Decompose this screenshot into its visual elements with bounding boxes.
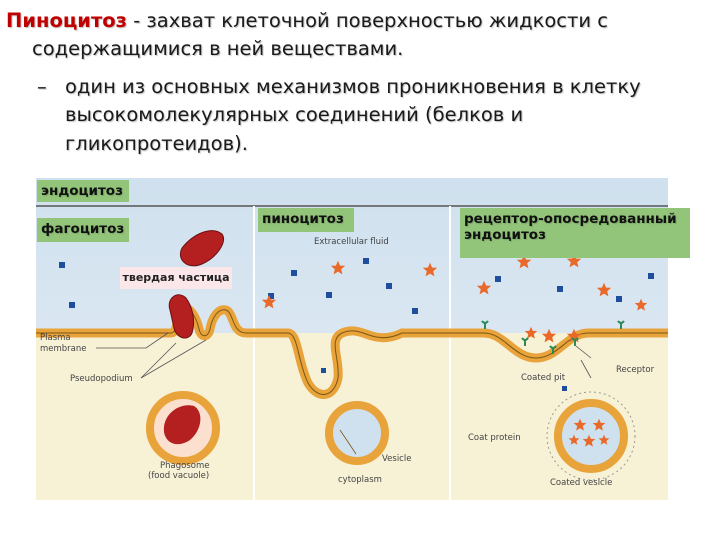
label-receptor: Receptor: [616, 365, 655, 375]
label-coated-vesicle: Coated vesicle: [550, 478, 612, 488]
leader-lines: [96, 332, 592, 379]
heading-line-1: Пиноцитоз - захват клеточной поверхность…: [6, 8, 706, 34]
label-food-vacuole: (food vacuole): [148, 471, 209, 481]
receptors: [481, 320, 625, 354]
label-coated-pit: Coated pit: [521, 373, 566, 383]
sub-bullet-line-1: один из основных механизмов проникновени…: [65, 75, 641, 98]
label-membrane: membrane: [40, 344, 87, 354]
solid-particle-tag: твердая частица: [120, 267, 232, 289]
rme-line-2: эндоцитоз: [464, 227, 546, 243]
sub-bullet-line-2: высокомолекулярных соединений (белков и: [65, 103, 524, 126]
heading-line-2: содержащимися в ней веществами.: [32, 37, 404, 60]
pinocytosis-tag: пиноцитоз: [258, 208, 354, 232]
bullet-dash: –: [37, 75, 47, 98]
label-pseudopodium: Pseudopodium: [70, 374, 133, 384]
label-coat-protein: Coat protein: [468, 433, 521, 443]
label-vesicle: Vesicle: [382, 454, 411, 464]
pinocytosis-term: Пиноцитоз: [6, 9, 127, 32]
phagosome: [146, 391, 220, 465]
label-phagosome: Phagosome: [160, 461, 209, 471]
label-extracellular-fluid: Extracellular fluid: [314, 237, 389, 247]
sub-bullet-line-3: гликопротеидов).: [65, 132, 248, 155]
coated-vesicle: [546, 391, 636, 481]
endocytosis-tag: эндоцитоз: [37, 180, 129, 202]
label-plasma: Plasma: [40, 333, 71, 343]
receptor-mediated-endocytosis-tag: рецептор-опосредованный эндоцитоз: [460, 208, 690, 258]
solute-dots: [59, 258, 654, 391]
phagocytosis-tag: фагоцитоз: [37, 218, 129, 242]
engulfed-particle: [168, 294, 195, 339]
pinocytic-vesicle: [325, 401, 389, 465]
definition-text: - захват клеточной поверхностью жидкости…: [127, 9, 608, 32]
rme-line-1: рецептор-опосредованный: [464, 211, 677, 227]
food-particle: [180, 230, 224, 267]
label-cytoplasm: cytoplasm: [338, 475, 382, 485]
